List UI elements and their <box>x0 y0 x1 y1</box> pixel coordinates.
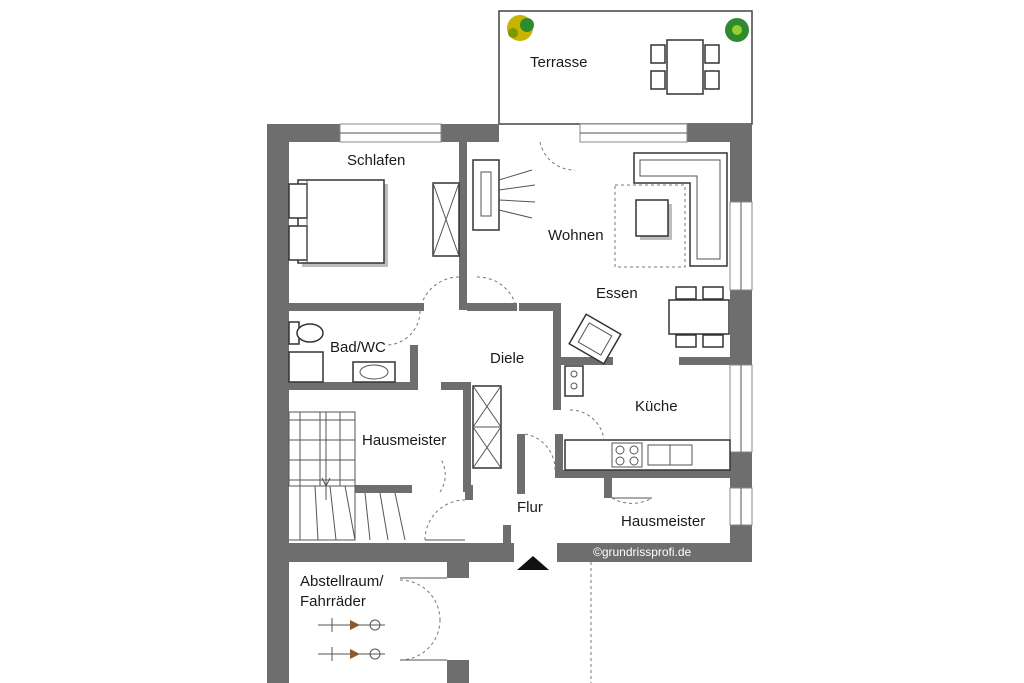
room-label-abstellraum: Abstellraum/ <box>300 573 384 590</box>
bicycle-icon <box>318 647 385 661</box>
room-label-schlafen: Schlafen <box>347 152 405 169</box>
room-label-bad-wc: Bad/WC <box>330 339 386 356</box>
plant-icon <box>725 18 749 42</box>
room-label-kueche: Küche <box>635 398 678 415</box>
armchair <box>568 313 622 365</box>
room-label-diele: Diele <box>490 350 524 367</box>
room-label-terrasse: Terrasse <box>530 54 588 71</box>
room-label-essen: Essen <box>596 285 638 302</box>
entrance-arrow-icon <box>517 556 549 570</box>
stove-unit <box>564 365 584 397</box>
toilet <box>288 321 324 345</box>
sofa <box>633 152 728 267</box>
doors <box>385 141 653 683</box>
room-label-flur: Flur <box>517 499 543 516</box>
wardrobe <box>432 182 460 257</box>
kitchen-counter <box>564 439 731 471</box>
coffee-table <box>635 199 672 240</box>
hall-wardrobe <box>472 385 502 469</box>
terrace-table <box>650 39 720 95</box>
terrace-area <box>498 10 753 125</box>
room-label-hausmeister-left: Hausmeister <box>362 432 446 449</box>
outer-walls <box>267 124 752 683</box>
bed <box>288 179 388 267</box>
fireplace <box>472 159 536 231</box>
bicycle-icon <box>318 618 385 632</box>
washbasin <box>352 361 396 383</box>
room-label-wohnen: Wohnen <box>548 227 604 244</box>
shower <box>288 351 324 383</box>
plant-icon <box>507 15 534 41</box>
room-label-hausmeister-right: Hausmeister <box>621 513 705 530</box>
copyright-credit: ©grundrissprofi.de <box>593 545 692 559</box>
windows <box>339 123 753 526</box>
staircase <box>288 411 406 541</box>
room-label-fahrraeder: Fahrräder <box>300 593 366 610</box>
dining-table <box>668 286 730 348</box>
interior-walls <box>289 142 730 562</box>
